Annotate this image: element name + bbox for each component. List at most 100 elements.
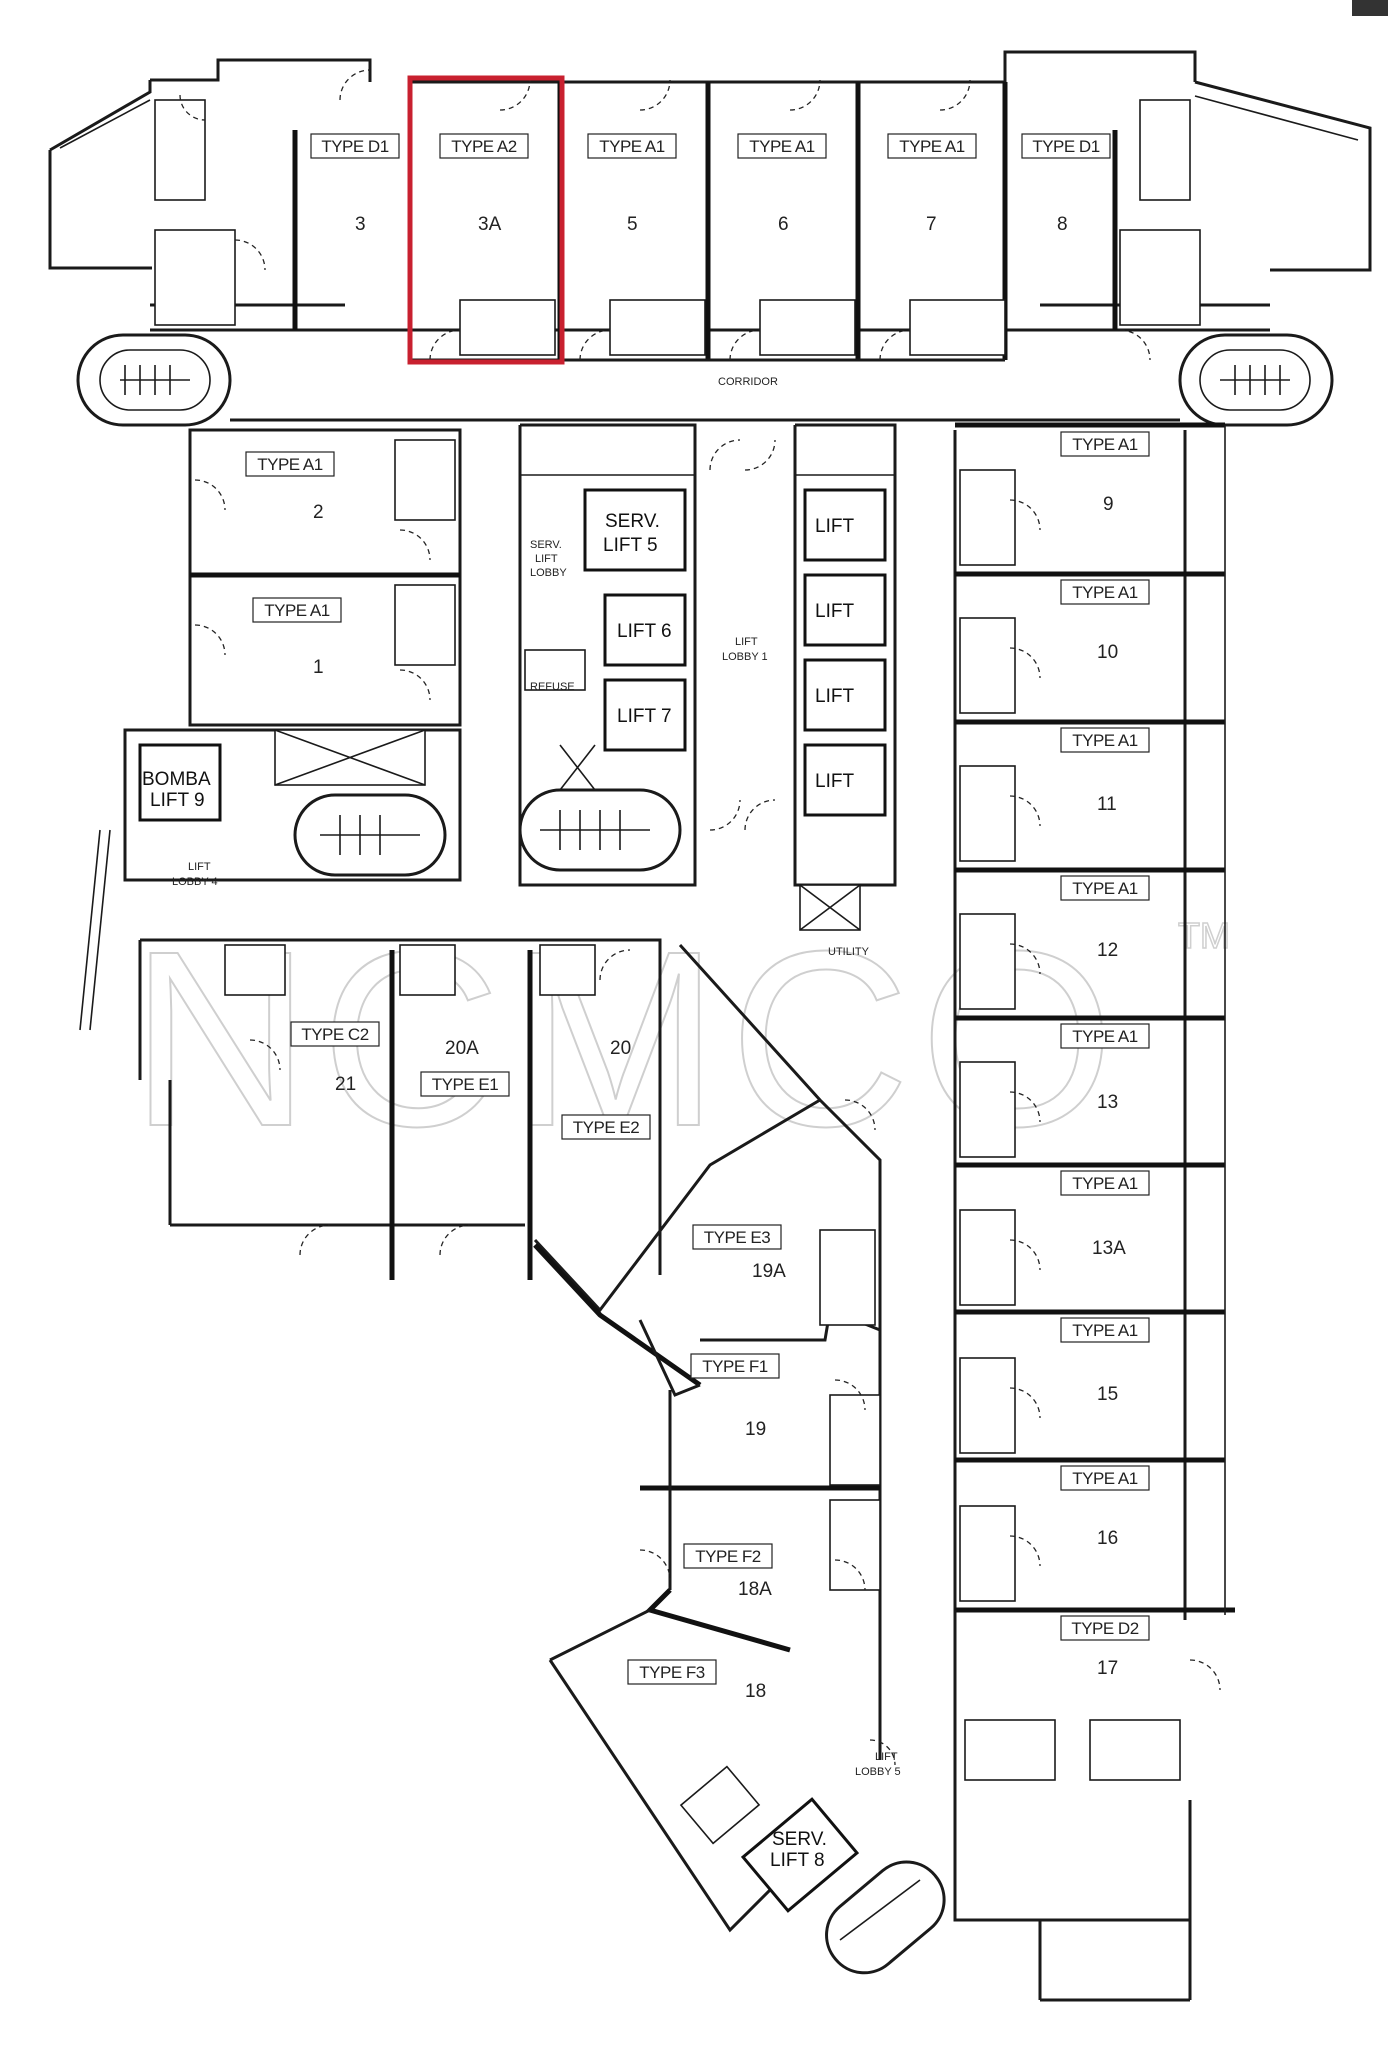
- unit-type-box: [1060, 1317, 1150, 1343]
- unit-type-label: TYPE F2: [695, 1547, 761, 1566]
- unit-number-5[interactable]: 5: [627, 214, 638, 235]
- unit-number-16[interactable]: 16: [1097, 1528, 1118, 1549]
- unit-number-20[interactable]: 20: [610, 1038, 631, 1059]
- unit-type-label: TYPE E2: [573, 1118, 639, 1137]
- unit-type-label: TYPE A1: [749, 137, 815, 156]
- unit-type-box: [245, 451, 335, 477]
- unit-number-15[interactable]: 15: [1097, 1384, 1118, 1405]
- unit-type-label: TYPE A1: [1072, 1321, 1138, 1340]
- unit-number-11[interactable]: 11: [1097, 794, 1117, 815]
- unit-type-label: TYPE F1: [702, 1357, 768, 1376]
- diagonal-units: [533, 943, 946, 1975]
- lift-lobby-1-line1: LIFT: [735, 636, 758, 648]
- right-wing: [953, 422, 1235, 2002]
- lift-c-label: LIFT: [815, 686, 854, 707]
- corner-badge: [1352, 0, 1388, 16]
- unit-type-label: TYPE F3: [639, 1663, 705, 1682]
- serv-lift-8-line2: LIFT 8: [770, 1850, 825, 1871]
- unit-number-3[interactable]: 3: [355, 214, 366, 235]
- unit-type-label: TYPE A1: [599, 137, 665, 156]
- serv-lift-lobby-line2: LIFT: [535, 553, 558, 565]
- top-wing-walls: [48, 50, 1372, 427]
- unit-type-box: [252, 597, 342, 623]
- bomba-lift-line1: BOMBA: [142, 769, 211, 790]
- lift-7-label: LIFT 7: [617, 706, 672, 727]
- central-core: [518, 423, 897, 931]
- unit-type-box: [587, 133, 677, 159]
- lift-lobby-4-line1: LIFT: [188, 861, 211, 873]
- unit-type-label: TYPE D2: [1071, 1619, 1138, 1638]
- lift-lobby-4-line2: LOBBY 4: [172, 876, 218, 888]
- unit-number-8[interactable]: 8: [1057, 214, 1068, 235]
- lift-7-car: [603, 678, 687, 752]
- unit-number-20a[interactable]: 20A: [445, 1038, 479, 1059]
- unit-type-label: TYPE C2: [301, 1025, 368, 1044]
- serv-lift-5-car: [583, 488, 687, 572]
- unit-number-17[interactable]: 17: [1097, 1658, 1118, 1679]
- unit-type-label: TYPE A1: [1072, 1027, 1138, 1046]
- unit-type-box: [690, 1353, 780, 1379]
- unit-type-label: TYPE A1: [1072, 731, 1138, 750]
- unit-type-label: TYPE A1: [1072, 1174, 1138, 1193]
- lift-lobby-1-line2: LOBBY 1: [722, 651, 768, 663]
- serv-lift-lobby-line3: LOBBY: [530, 567, 567, 579]
- serv-lift-5-line2: LIFT 5: [603, 535, 658, 556]
- unit-number-18[interactable]: 18: [745, 1681, 766, 1702]
- lift-b-car: [803, 573, 887, 647]
- unit-number-18a[interactable]: 18A: [738, 1579, 772, 1600]
- lower-left-units: [138, 938, 662, 1280]
- unit-type-label: TYPE D1: [321, 137, 388, 156]
- bomba-lift-9-car: [138, 743, 222, 822]
- unit-type-box: [1060, 875, 1150, 901]
- room-labels: CORRIDOR SERV. LIFT LOBBY LIFT LOBBY 1 L…: [142, 376, 901, 1871]
- unit-type-box: [310, 133, 400, 159]
- unit-type-label: TYPE A1: [264, 601, 330, 620]
- unit-number-7[interactable]: 7: [926, 214, 937, 235]
- serv-lift-8-line1: SERV.: [772, 1829, 827, 1850]
- unit-number-13a[interactable]: 13A: [1092, 1238, 1126, 1259]
- highlighted-unit-3a[interactable]: [407, 75, 565, 365]
- lift-6-car: [603, 593, 687, 667]
- unit-type-label: TYPE A1: [1072, 435, 1138, 454]
- lift-d-car: [803, 743, 887, 817]
- unit-type-label: TYPE D1: [1032, 137, 1099, 156]
- unit-type-box: [692, 1224, 782, 1250]
- unit-number-9[interactable]: 9: [1103, 494, 1114, 515]
- unit-type-box: [1060, 431, 1150, 457]
- unit-type-label: TYPE E3: [704, 1228, 770, 1247]
- unit-type-box: [1021, 133, 1111, 159]
- unit-number-13[interactable]: 13: [1097, 1092, 1118, 1113]
- unit-number-21[interactable]: 21: [335, 1074, 356, 1095]
- unit-type-box: [1060, 579, 1150, 605]
- unit-type-box: [420, 1071, 510, 1097]
- unit-type-box: [1060, 1023, 1150, 1049]
- unit-number-19[interactable]: 19: [745, 1419, 766, 1440]
- lift-a-car: [803, 488, 887, 562]
- unit-type-label: TYPE E1: [432, 1075, 498, 1094]
- lift-6-label: LIFT 6: [617, 621, 672, 642]
- unit-number-19a[interactable]: 19A: [752, 1261, 786, 1282]
- lift-c-car: [803, 658, 887, 732]
- unit-type-box: [1060, 727, 1150, 753]
- serv-lift-8-car: [740, 1797, 860, 1913]
- unit-number-2[interactable]: 2: [313, 502, 324, 523]
- unit-type-box: [627, 1659, 717, 1685]
- unit-number-10[interactable]: 10: [1097, 642, 1118, 663]
- serv-lift-5-line1: SERV.: [605, 511, 660, 532]
- unit-number-12[interactable]: 12: [1097, 940, 1118, 961]
- lift-lobby-5-line1: LIFT: [875, 1751, 898, 1763]
- lift-b-label: LIFT: [815, 601, 854, 622]
- unit-number-3a[interactable]: 3A: [478, 214, 502, 235]
- refuse-label: REFUSE: [530, 681, 575, 693]
- unit-type-box: [683, 1543, 773, 1569]
- unit-type-box: [1060, 1170, 1150, 1196]
- unit-type-box: [439, 133, 529, 159]
- lift-d-label: LIFT: [815, 771, 854, 792]
- unit-number-1[interactable]: 1: [313, 657, 324, 678]
- utility-label: UTILITY: [828, 946, 870, 958]
- unit-number-6[interactable]: 6: [778, 214, 789, 235]
- unit-type-label: TYPE A1: [257, 455, 323, 474]
- unit-type-label: TYPE A1: [899, 137, 965, 156]
